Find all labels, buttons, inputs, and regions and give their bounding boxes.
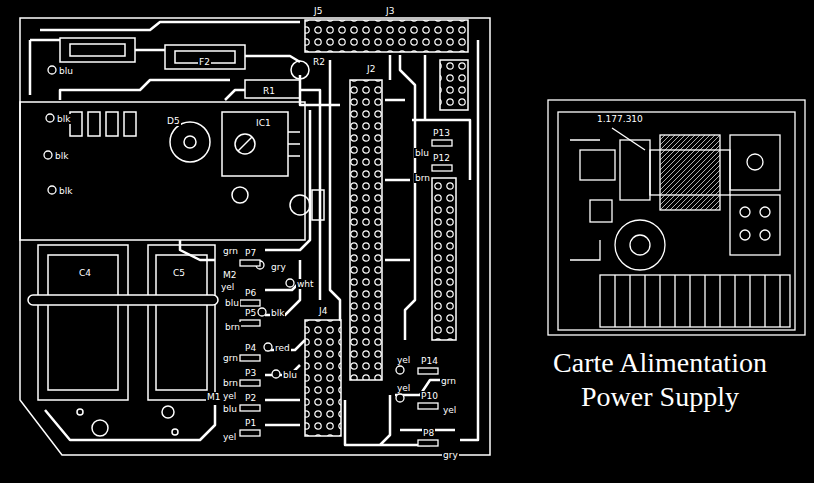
part-label: wht [296,279,315,289]
part-label: red [274,343,291,353]
part-label: blk [56,114,71,124]
part-label: blk [270,308,285,318]
part-label: J2 [366,64,376,74]
part-label: R1 [262,86,276,96]
part-label: yel [442,405,457,415]
part-label: brn [224,322,241,332]
part-label: gry [270,262,287,272]
part-label: blk [58,186,73,196]
part-label: grn [222,246,239,256]
traces [30,22,478,445]
housing-view [548,100,805,335]
part-label: P10 [420,391,439,401]
part-label: IC1 [255,118,272,128]
part-label: J3 [385,6,395,16]
part-label: brn [222,378,239,388]
part-label: blu [58,66,74,76]
part-label: P1 [244,418,257,428]
part-label: P5 [244,308,257,318]
part-label: C4 [78,268,92,278]
part-label: D5 [166,116,181,126]
part-label: brn [414,173,431,183]
part-label: grn [222,353,239,363]
part-label: blu [282,370,298,380]
part-label: P4 [244,343,257,353]
part-label: M2 [222,270,238,280]
part-label: J4 [318,306,328,316]
part-label: blu [224,298,240,308]
title: Carte Alimentation Power Supply [530,346,790,414]
components [20,20,468,436]
part-label: R2 [312,57,326,67]
part-label: P3 [244,368,257,378]
part-label: yel [396,355,411,365]
part-label: P12 [432,153,451,163]
part-label: M1 [206,392,222,402]
pads [44,66,452,446]
part-label: J5 [313,6,323,16]
part-label: P14 [420,356,439,366]
part-label: F2 [198,57,211,67]
part-label: P7 [244,248,257,258]
board-outline [20,18,490,455]
part-label: blk [54,151,69,161]
part-label: yel [222,391,237,401]
part-label: 1.177.310 [596,114,644,124]
part-label: C5 [172,268,186,278]
part-label: P2 [244,393,257,403]
part-label: yel [222,432,237,442]
part-label: P13 [432,128,451,138]
part-label: yel [396,383,411,393]
part-label: gry [442,450,459,460]
part-label: blu [414,148,430,158]
part-label: yel [220,282,235,292]
part-label: P6 [244,288,257,298]
part-label: grn [440,376,457,386]
part-label: P8 [422,428,435,438]
part-label: blu [222,404,238,414]
